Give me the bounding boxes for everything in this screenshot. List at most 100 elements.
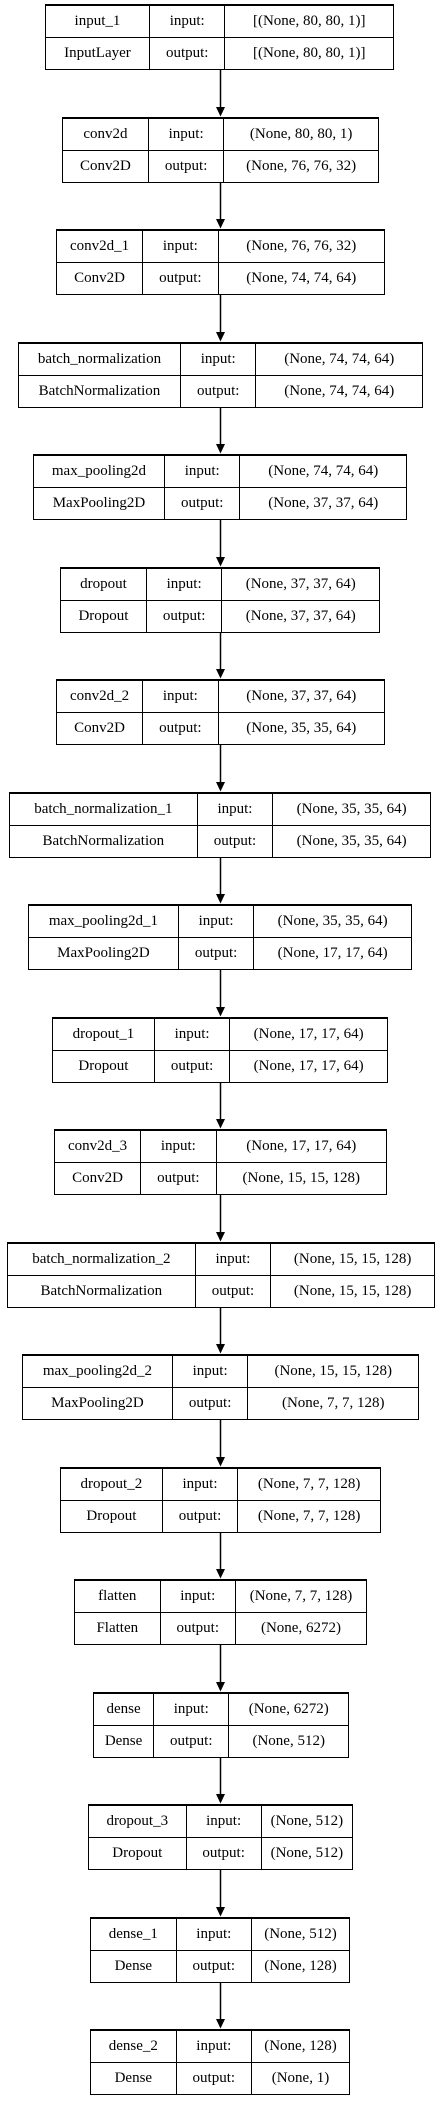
output-shape: (None, 7, 7, 128) — [237, 1500, 380, 1532]
layer-name: dropout — [61, 567, 147, 602]
layer-name: batch_normalization_1 — [10, 792, 198, 827]
output-shape: (None, 74, 74, 64) — [217, 262, 384, 294]
output-shape: (None, 1) — [250, 2062, 349, 2094]
output-label: output: — [185, 1837, 262, 1869]
layer-type: Conv2D — [57, 262, 144, 294]
arrowhead-icon — [216, 2019, 225, 2029]
arrowhead-icon — [216, 107, 225, 117]
input-label: input: — [163, 454, 241, 489]
layer-name: conv2d_2 — [57, 679, 144, 714]
layer-type: Conv2D — [55, 1162, 142, 1194]
output-shape: (None, 37, 37, 64) — [221, 600, 379, 632]
arrowhead-icon — [216, 1794, 225, 1804]
input-label: input: — [179, 342, 257, 377]
output-label: output: — [179, 375, 257, 407]
output-shape: (None, 74, 74, 64) — [255, 375, 422, 407]
input-label: input: — [196, 792, 274, 827]
layer-name: input_1 — [46, 4, 150, 39]
input-label: input: — [145, 567, 223, 602]
input-label: input: — [175, 1917, 252, 1952]
input-shape: (None, 15, 15, 128) — [247, 1354, 418, 1389]
input-shape: (None, 35, 35, 64) — [272, 792, 430, 827]
output-shape: (None, 35, 35, 64) — [272, 825, 430, 857]
input-shape: (None, 512) — [260, 1804, 352, 1839]
arrowhead-icon — [216, 1232, 225, 1242]
input-label: input: — [142, 679, 219, 714]
output-label: output: — [196, 825, 274, 857]
input-shape: (None, 74, 74, 64) — [239, 454, 406, 489]
output-label: output: — [153, 1050, 231, 1082]
input-shape: (None, 76, 76, 32) — [217, 229, 384, 264]
layer-type: Conv2D — [57, 712, 144, 744]
layer-type: Conv2D — [63, 150, 149, 182]
input-label: input: — [142, 229, 219, 264]
arrowhead-icon — [216, 1119, 225, 1129]
input-shape: (None, 7, 7, 128) — [234, 1579, 366, 1614]
input-label: input: — [177, 904, 255, 939]
output-shape: (None, 128) — [250, 1950, 349, 1982]
output-shape: [(None, 80, 80, 1)] — [224, 37, 393, 69]
arrowhead-icon — [216, 332, 225, 342]
output-label: output: — [147, 150, 225, 182]
layer-name: flatten — [75, 1579, 161, 1614]
output-shape: (None, 17, 17, 64) — [253, 937, 411, 969]
input-shape: (None, 17, 17, 64) — [229, 1017, 387, 1052]
arrowhead-icon — [216, 894, 225, 904]
arrowhead-icon — [216, 669, 225, 679]
layer-name: max_pooling2d_2 — [23, 1354, 173, 1389]
input-label: input: — [185, 1804, 262, 1839]
output-label: output: — [140, 1162, 217, 1194]
output-label: output: — [161, 1500, 239, 1532]
layer-name: dense — [94, 1692, 155, 1727]
layer-type: InputLayer — [46, 37, 150, 69]
input-label: input: — [153, 1692, 230, 1727]
arrowhead-icon — [216, 219, 225, 229]
layer-type: Dropout — [61, 1500, 163, 1532]
arrowhead-icon — [216, 557, 225, 567]
input-label: input: — [159, 1579, 236, 1614]
layer-name: dropout_1 — [53, 1017, 155, 1052]
input-shape: (None, 6272) — [228, 1692, 348, 1727]
output-label: output: — [153, 1725, 230, 1757]
layer-type: Dropout — [61, 600, 147, 632]
output-shape: (None, 7, 7, 128) — [247, 1387, 418, 1419]
input-shape: (None, 512) — [250, 1917, 349, 1952]
layer-type: MaxPooling2D — [29, 937, 179, 969]
output-shape: (None, 512) — [260, 1837, 352, 1869]
output-label: output: — [142, 712, 219, 744]
output-shape: (None, 15, 15, 128) — [215, 1162, 386, 1194]
input-label: input: — [161, 1467, 239, 1502]
layer-name: conv2d — [63, 117, 149, 152]
layer-type: MaxPooling2D — [23, 1387, 173, 1419]
layer-type: Dropout — [89, 1837, 187, 1869]
input-shape: [(None, 80, 80, 1)] — [224, 4, 393, 39]
input-label: input: — [171, 1354, 249, 1389]
layer-name: dense_1 — [91, 1917, 177, 1952]
output-shape: (None, 6272) — [234, 1612, 366, 1644]
layer-name: conv2d_1 — [57, 229, 144, 264]
input-shape: (None, 74, 74, 64) — [255, 342, 422, 377]
layer-name: dense_2 — [91, 2029, 177, 2064]
layer-type: Dense — [91, 1950, 177, 1982]
output-shape: (None, 512) — [228, 1725, 348, 1757]
input-label: input: — [153, 1017, 231, 1052]
arrowhead-icon — [216, 444, 225, 454]
output-label: output: — [171, 1387, 249, 1419]
output-shape: (None, 17, 17, 64) — [229, 1050, 387, 1082]
layer-name: dropout_3 — [89, 1804, 187, 1839]
output-label: output: — [163, 487, 241, 519]
arrowhead-icon — [216, 1344, 225, 1354]
